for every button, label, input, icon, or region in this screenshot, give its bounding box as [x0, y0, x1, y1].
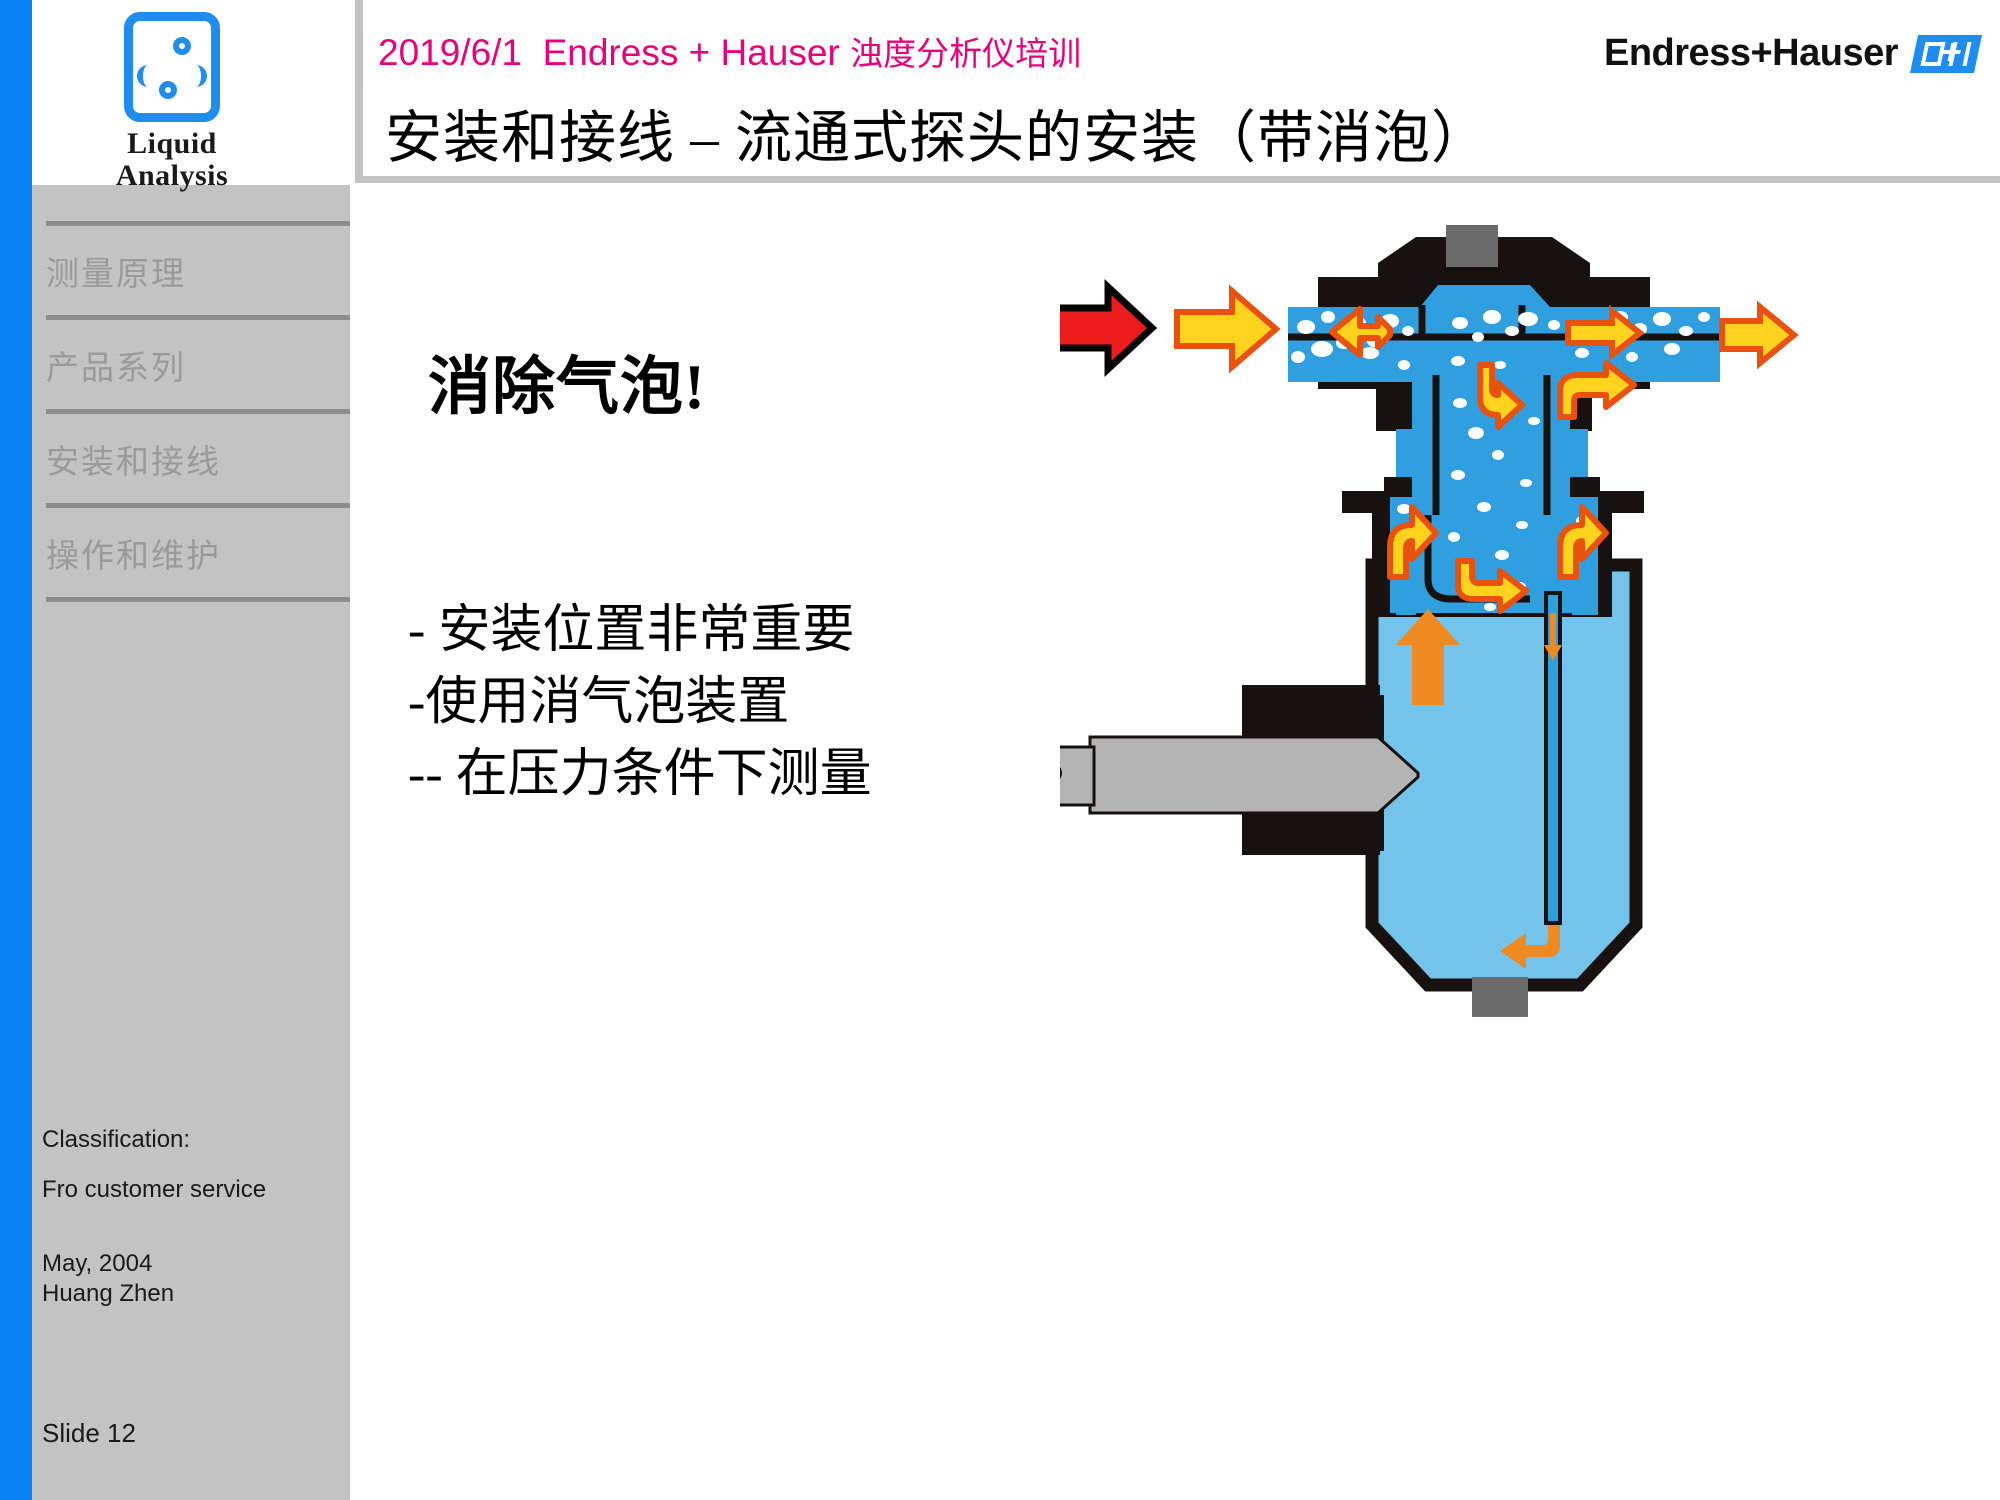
top-vent-port	[1446, 221, 1498, 267]
sidebar-meta: Classification: Fro customer service May…	[42, 1128, 342, 1306]
nav-divider	[46, 409, 350, 414]
sidebar-item-measuring-principle[interactable]: 测量原理	[32, 226, 350, 315]
housing-top-bonnet	[1378, 221, 1590, 307]
nav-divider	[46, 315, 350, 320]
flow-arrow-down-riser	[1477, 362, 1525, 430]
flow-arrow-right-channel	[1565, 304, 1645, 362]
liquid-analysis-logo: Liquid Analysis	[32, 12, 312, 193]
nav-divider	[46, 597, 350, 602]
flow-arrow-up-right-trap	[1557, 504, 1609, 580]
arc-left-icon	[137, 65, 151, 87]
header-rule	[355, 176, 2000, 183]
flow-through-probe-diagram	[964, 221, 1980, 1055]
bullet-item: - 安装位置非常重要	[408, 602, 855, 659]
orange-arrow-bottom-turn	[1500, 925, 1560, 969]
nav-divider	[46, 221, 350, 226]
bubble-dot-icon	[173, 37, 191, 55]
brand-rail	[0, 0, 32, 1500]
header-course: 浊度分析仪培训	[850, 37, 1082, 73]
logo-title-line2: Analysis	[115, 159, 229, 193]
orange-arrow-up-chamber	[1396, 609, 1460, 705]
content-kicker: 消除气泡!	[428, 352, 706, 422]
flow-arrow-outlet	[1719, 300, 1799, 370]
bullet-item: -使用消气泡装置	[408, 673, 790, 731]
sidebar-item-installation-wiring[interactable]: 安装和接线	[32, 414, 350, 503]
nav-divider	[46, 503, 350, 508]
classification-value: Fro customer service	[42, 1176, 267, 1203]
sidebar-nav: 测量原理 产品系列 安装和接线 操作和维护	[32, 185, 350, 602]
arc-right-icon	[193, 65, 207, 87]
endress-hauser-mark-icon	[1909, 34, 1983, 73]
sidebar-item-label: 测量原理	[46, 256, 186, 293]
sidebar-item-operation-maintenance[interactable]: 操作和维护	[32, 508, 350, 597]
probe-diagram-svg	[964, 221, 1799, 1017]
header-separator	[355, 0, 363, 176]
bubble-dot-icon	[159, 81, 177, 99]
sidebar	[32, 0, 350, 1500]
header-company: Endress + Hauser	[542, 32, 840, 73]
flow-arrow-split-left	[1329, 306, 1393, 358]
bullet-item: -- 在压力条件下测量	[408, 745, 872, 803]
sidebar-item-label: 产品系列	[46, 350, 186, 387]
sidebar-item-label: 安装和接线	[46, 444, 221, 481]
slide-number: Slide 12	[42, 1418, 136, 1448]
meta-author: Huang Zhen	[42, 1280, 175, 1307]
meta-date: May, 2004	[42, 1250, 153, 1277]
content-bullets: - 安装位置非常重要 -使用消气泡装置 -- 在压力条件下测量	[408, 595, 872, 810]
turbidity-sensor-probe	[964, 685, 1420, 855]
sensor-shaft	[1544, 591, 1562, 925]
classification-label: Classification:	[42, 1126, 191, 1153]
header-eyebrow: 2019/6/1 Endress + Hauser 浊度分析仪培训	[378, 27, 1081, 75]
sidebar-item-label: 操作和维护	[46, 538, 221, 575]
header-date: 2019/6/1	[378, 32, 523, 73]
red-inlet-arrow	[991, 278, 1158, 378]
sidebar-item-product-series[interactable]: 产品系列	[32, 320, 350, 409]
endress-hauser-wordmark: Endress+Hauser	[1604, 32, 1899, 74]
flow-arrow-turn-right	[1557, 360, 1637, 420]
flow-arrow-trap-bottom-turn	[1455, 558, 1529, 614]
logo-title-line1: Liquid	[127, 127, 217, 160]
endress-hauser-logo: Endress+Hauser	[1604, 32, 1983, 75]
flow-arrow-up-left-trap	[1387, 504, 1439, 580]
liquid-analysis-icon	[124, 12, 220, 122]
bottom-drain-port	[1472, 977, 1528, 1017]
yellow-inlet-arrow	[1174, 284, 1281, 374]
page-title: 安装和接线 – 流通式探头的安装（带消泡）	[385, 107, 1489, 170]
orange-arrow-shaft-down	[1544, 613, 1562, 661]
